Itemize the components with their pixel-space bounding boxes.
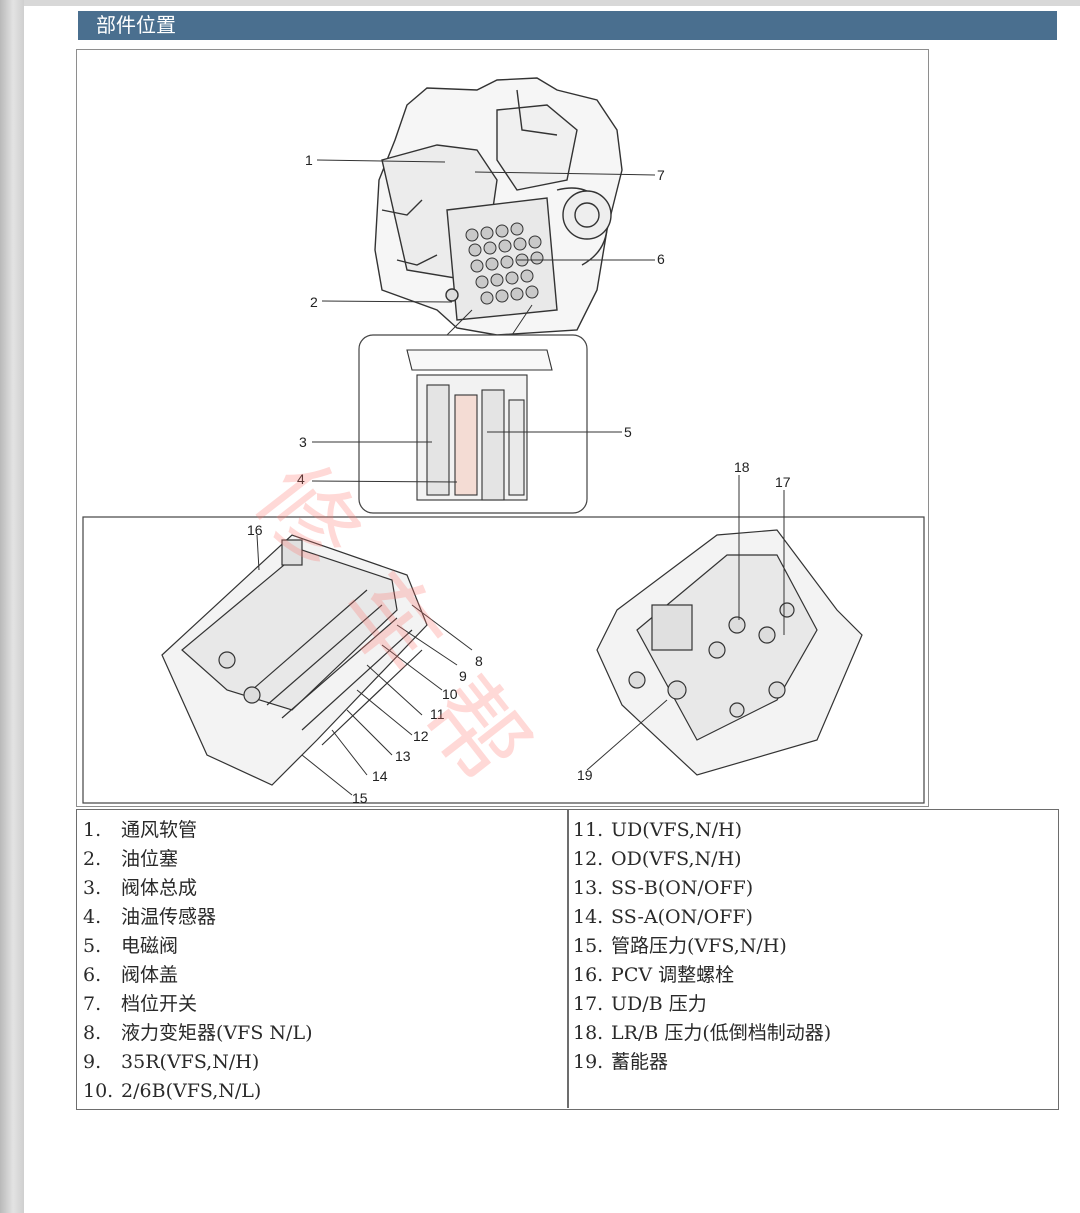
callout-11: 11 [430, 706, 445, 722]
callout-15: 15 [352, 790, 368, 806]
legend-item: 11. UD(VFS,N/H) [573, 819, 742, 841]
leader-lines [256, 159, 785, 796]
callout-19: 19 [577, 767, 593, 783]
legend-item: 15. 管路压力(VFS,N/H) [573, 935, 787, 957]
callout-16: 16 [247, 522, 263, 538]
legend-item: 5. 电磁阀 [83, 935, 179, 957]
legend-item: 13. SS-B(ON/OFF) [573, 877, 754, 899]
callout-8: 8 [475, 653, 483, 669]
callout-17: 17 [775, 474, 791, 490]
legend-item: 4. 油温传感器 [83, 906, 217, 928]
callout-4: 4 [297, 471, 305, 487]
callout-18: 18 [734, 459, 750, 475]
legend-item: 19. 蓄能器 [573, 1051, 669, 1073]
bolt-pattern [465, 222, 544, 305]
section-title: 部件位置 [96, 13, 176, 37]
callout-1: 1 [305, 152, 313, 168]
legend-item: 12. OD(VFS,N/H) [573, 848, 742, 870]
left-valve-body [161, 534, 428, 786]
callout-10: 10 [442, 686, 458, 702]
legend-item: 8. 液力变矩器(VFS N/L) [83, 1022, 313, 1044]
top-rule [24, 0, 1080, 6]
legend-item: 9. 35R(VFS,N/H) [83, 1051, 260, 1073]
legend-item: 17. UD/B 压力 [573, 993, 707, 1015]
column-divider [567, 810, 569, 1108]
legend-item: 1. 通风软管 [83, 819, 198, 841]
legend-item: 3. 阀体总成 [83, 877, 198, 899]
callout-3: 3 [299, 434, 307, 450]
legend-column-right: 11. UD(VFS,N/H) 12. OD(VFS,N/H) 13. SS-B… [573, 816, 1053, 1077]
legend-column-left: 1. 通风软管 2. 油位塞 3. 阀体总成 4. 油温传感器 5. 电磁阀 6… [83, 816, 563, 1106]
right-valve-body [596, 529, 863, 776]
callout-14: 14 [372, 768, 388, 784]
callout-2: 2 [310, 294, 318, 310]
inset-valve-body [406, 349, 553, 501]
legend-item: 16. PCV 调整螺栓 [573, 964, 735, 986]
legend-item: 2. 油位塞 [83, 848, 179, 870]
diagram-svg: 1 2 3 4 5 6 7 8 9 10 11 12 13 14 15 16 1… [82, 77, 925, 806]
legend-item: 7. 档位开关 [83, 993, 198, 1015]
callout-5: 5 [624, 424, 632, 440]
legend-item: 6. 阀体盖 [83, 964, 179, 986]
callout-7: 7 [657, 167, 665, 183]
component-diagram: 1 2 3 4 5 6 7 8 9 10 11 12 13 14 15 16 1… [76, 49, 929, 807]
callout-6: 6 [657, 251, 665, 267]
window-edge [0, 0, 24, 1213]
callout-12: 12 [413, 728, 429, 744]
callout-9: 9 [459, 668, 467, 684]
parts-legend-table: 1. 通风软管 2. 油位塞 3. 阀体总成 4. 油温传感器 5. 电磁阀 6… [76, 809, 1059, 1110]
callout-13: 13 [395, 748, 411, 764]
legend-item: 14. SS-A(ON/OFF) [573, 906, 753, 928]
section-header: 部件位置 [78, 11, 1057, 40]
legend-item: 18. LR/B 压力(低倒档制动器) [573, 1022, 832, 1044]
legend-item: 10. 2/6B(VFS,N/L) [83, 1080, 262, 1102]
